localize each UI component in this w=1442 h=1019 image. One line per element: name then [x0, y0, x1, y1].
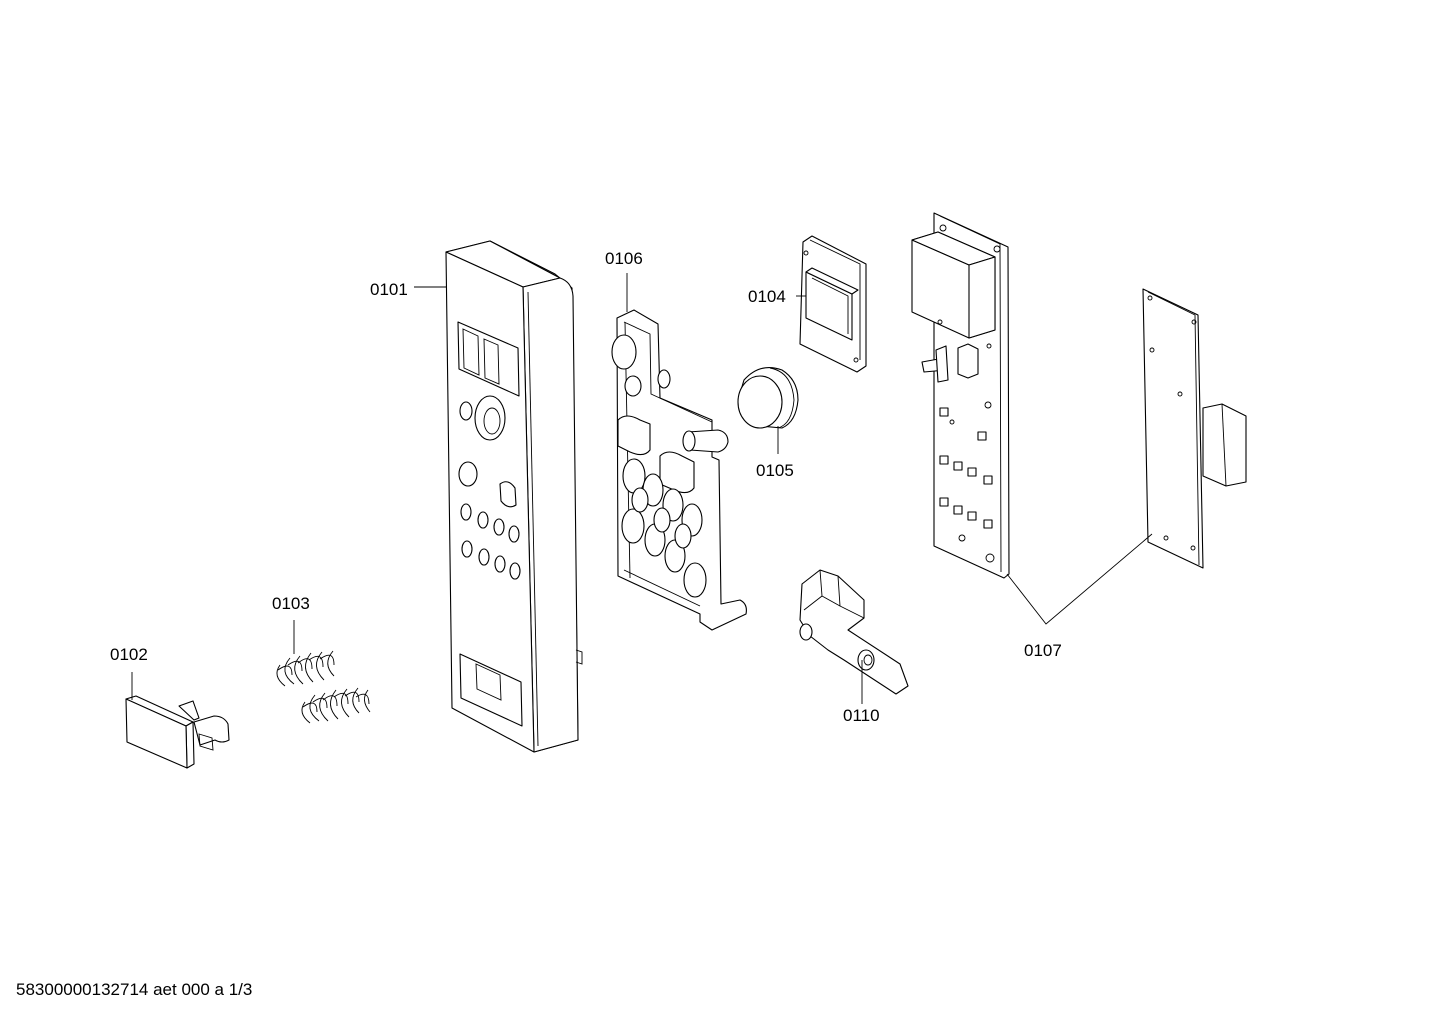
part-0110-door-lever[interactable] — [799, 569, 909, 695]
label-0110: 0110 — [843, 706, 880, 725]
label-0105: 0105 — [756, 461, 794, 480]
label-0104: 0104 — [748, 287, 786, 306]
part-0105-knob[interactable] — [737, 367, 799, 429]
label-0107: 0107 — [1024, 641, 1062, 660]
document-reference: 58300000132714 aet 000 a 1/3 — [16, 980, 253, 999]
part-labels: 0101 0106 0104 0105 0103 0102 0107 0110 — [110, 249, 1062, 725]
leader-lines — [131, 273, 1153, 704]
part-0104-display-module[interactable] — [799, 235, 867, 373]
part-0107-shield-plate[interactable] — [1142, 288, 1247, 569]
part-0107-pcb[interactable] — [911, 212, 1010, 579]
part-0101-front-panel[interactable] — [445, 240, 583, 753]
label-0103: 0103 — [272, 594, 310, 613]
label-0101: 0101 — [370, 280, 408, 299]
part-0102-release-button[interactable] — [125, 695, 230, 769]
label-0106: 0106 — [605, 249, 643, 268]
part-0103-springs[interactable] — [276, 650, 371, 724]
part-0106-keypad[interactable] — [611, 309, 747, 631]
label-0102: 0102 — [110, 645, 148, 664]
